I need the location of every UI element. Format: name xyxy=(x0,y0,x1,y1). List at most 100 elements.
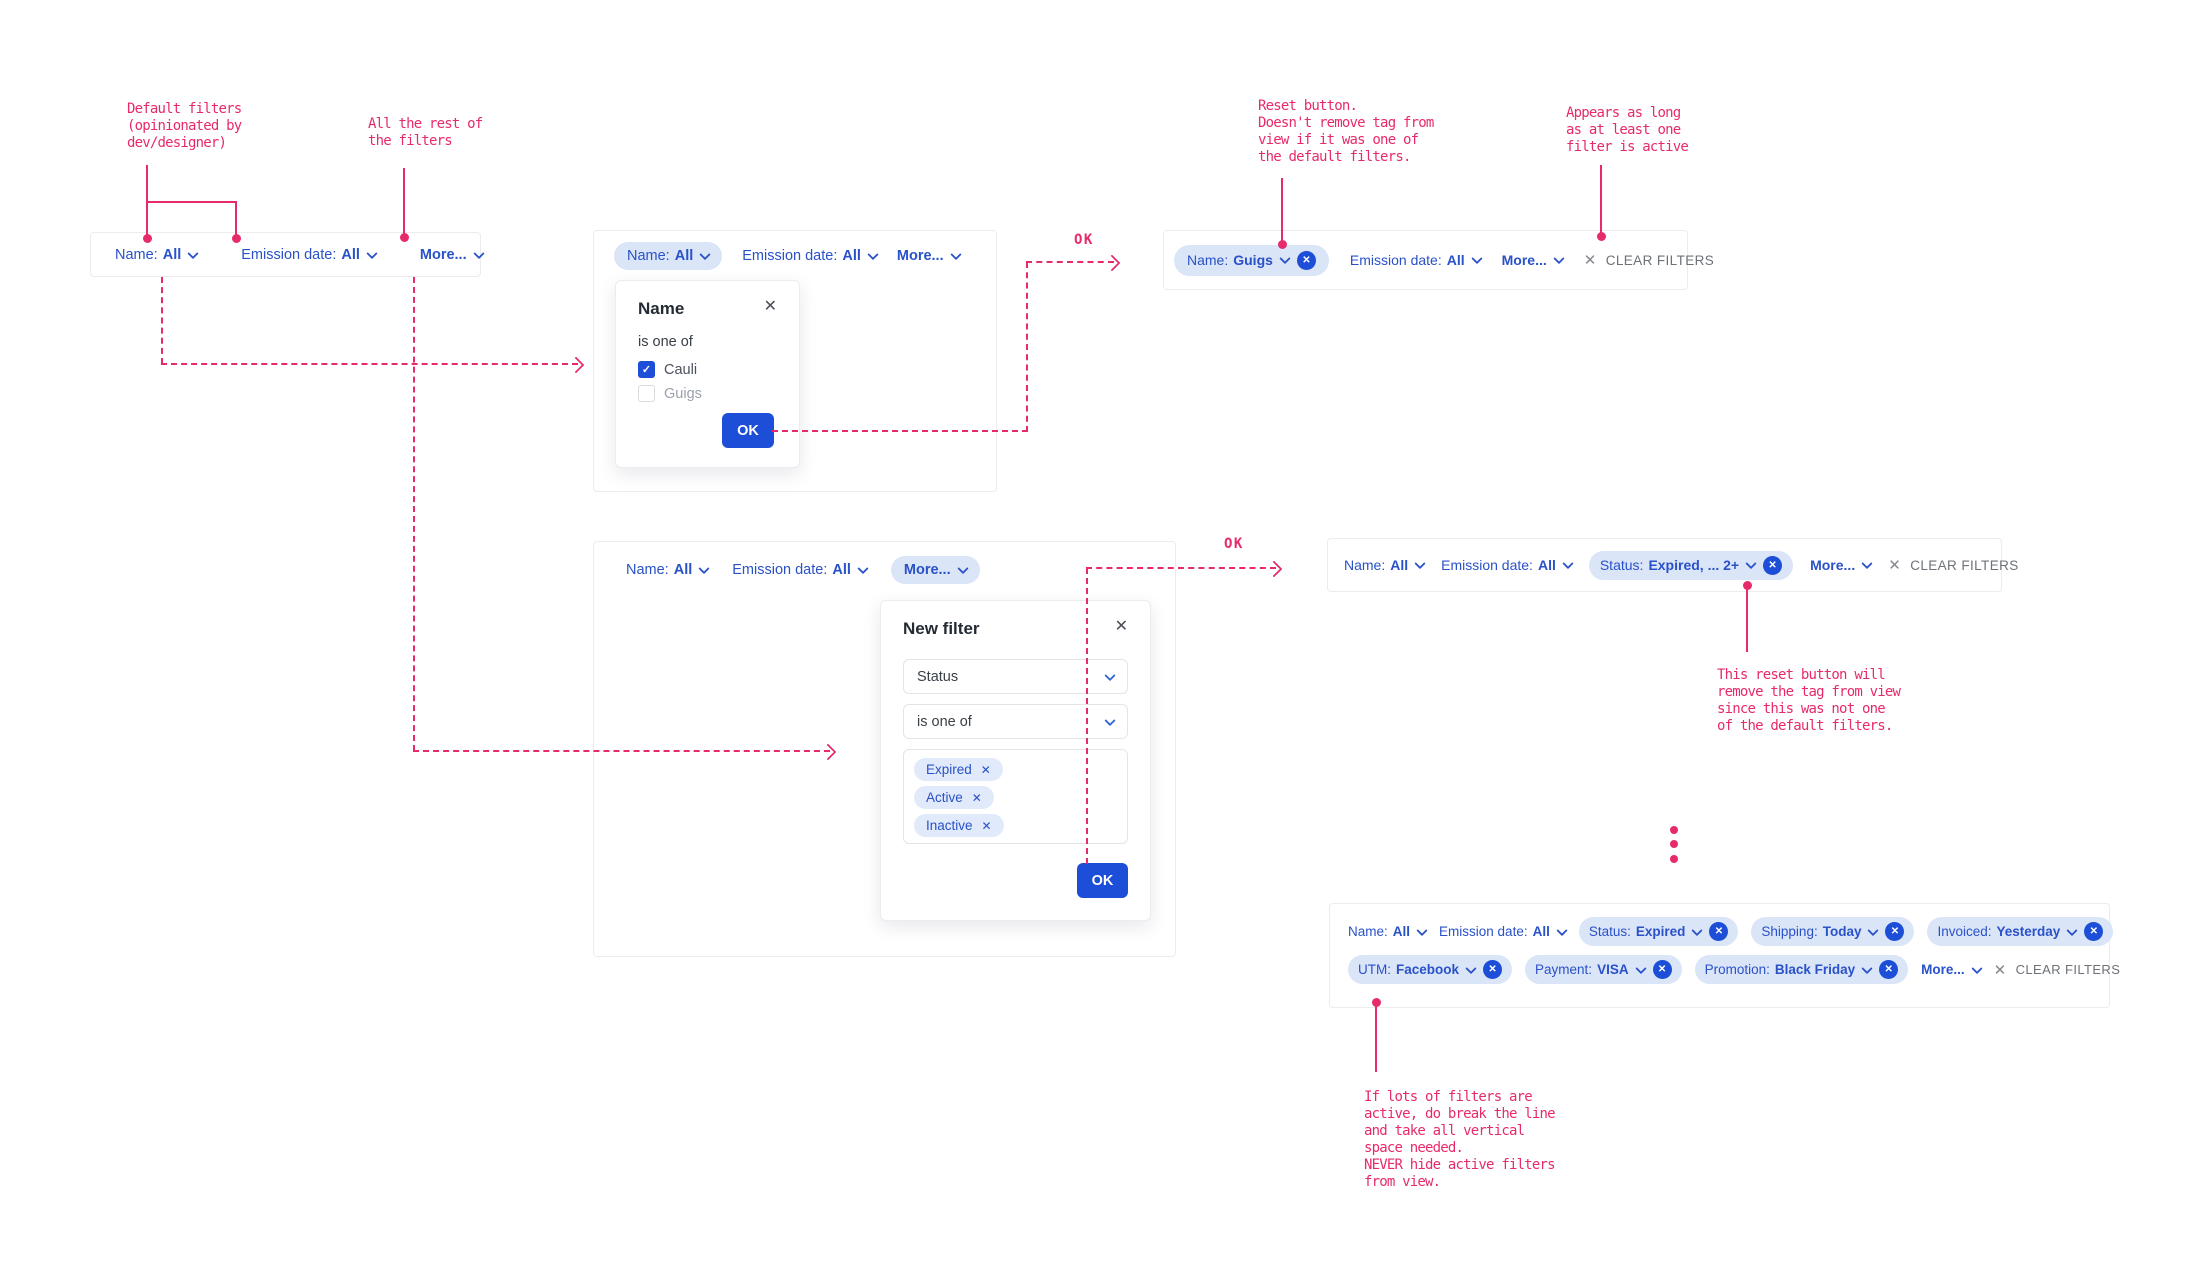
remove-tag-icon[interactable]: ✕ xyxy=(980,762,991,777)
field-select[interactable]: Status xyxy=(903,659,1128,694)
clear-x-icon: ✕ xyxy=(1888,557,1902,574)
reset-filter-icon[interactable]: ✕ xyxy=(1763,555,1783,575)
filter-chip-emission-date[interactable]: Emission date: All xyxy=(742,248,879,264)
ellipsis-dot xyxy=(1670,855,1678,863)
ok-arrow-label-mid: OK xyxy=(1224,536,1244,552)
arrow-right-icon xyxy=(1103,254,1121,272)
filter-chip-emission-date[interactable]: Emission date: All xyxy=(241,247,378,263)
filter-bar-status: Name: All Emission date: All Status: Exp… xyxy=(1327,538,2018,592)
chevron-down-icon xyxy=(1861,557,1873,570)
connector-line xyxy=(403,168,405,238)
filter-chip-utm[interactable]: UTM: Facebook ✕ xyxy=(1348,955,1513,984)
flow-dashed-line xyxy=(161,277,163,364)
reset-filter-icon[interactable]: ✕ xyxy=(1652,960,1672,979)
filter-chip-status[interactable]: Status: Expired, ... 2+ ✕ xyxy=(1588,550,1794,580)
clear-filters-button[interactable]: ✕ CLEAR FILTERS xyxy=(1584,251,1714,269)
chevron-down-icon xyxy=(1470,252,1483,265)
condition-select-value: is one of xyxy=(917,713,972,730)
clear-x-icon: ✕ xyxy=(1583,252,1597,269)
filter-bar-multiline: Name: All Emission date: All Status: Exp… xyxy=(1329,903,2120,1008)
filter-chip-more[interactable]: More... xyxy=(1921,962,1983,977)
value-tag[interactable]: Active ✕ xyxy=(914,786,994,809)
filter-chip-name-guigs[interactable]: Name: Guigs ✕ xyxy=(1174,244,1329,276)
clear-filters-label: CLEAR FILTERS xyxy=(2015,962,2121,977)
close-icon[interactable]: ✕ xyxy=(1114,618,1128,635)
ok-button[interactable]: OK xyxy=(722,413,774,448)
new-filter-popup: New filter ✕ Status is one of Expired ✕ … xyxy=(880,600,1151,921)
filter-chip-payment[interactable]: Payment: VISA ✕ xyxy=(1525,955,1682,984)
chevron-down-icon xyxy=(1104,714,1116,726)
chevron-down-icon xyxy=(956,562,969,575)
annotation-reset-button: Reset button. Doesn't remove tag from vi… xyxy=(1258,98,1434,165)
filter-chip-status[interactable]: Status: Expired ✕ xyxy=(1578,917,1739,946)
reset-filter-icon[interactable]: ✕ xyxy=(2084,922,2104,941)
close-icon[interactable]: ✕ xyxy=(763,298,777,315)
filter-chip-promotion[interactable]: Promotion: Black Friday ✕ xyxy=(1694,955,1909,984)
reset-filter-icon[interactable]: ✕ xyxy=(1483,960,1503,979)
filter-chip-more[interactable]: More... xyxy=(897,248,962,264)
remove-tag-icon[interactable]: ✕ xyxy=(971,790,982,805)
condition-select[interactable]: is one of xyxy=(903,704,1128,739)
ok-button[interactable]: OK xyxy=(1077,863,1128,898)
option-row[interactable]: Guigs xyxy=(638,385,777,402)
chevron-down-icon xyxy=(698,562,710,575)
remove-tag-icon[interactable]: ✕ xyxy=(981,818,992,833)
value-tag[interactable]: Inactive ✕ xyxy=(914,814,1004,837)
value-tag[interactable]: Expired ✕ xyxy=(914,758,1003,781)
popup-title: Name xyxy=(638,299,685,318)
chevron-down-icon xyxy=(949,248,962,261)
clear-filters-label: CLEAR FILTERS xyxy=(1605,252,1715,268)
clear-x-icon: ✕ xyxy=(1993,961,2007,979)
filter-chip-name-active[interactable]: Name: All xyxy=(614,242,723,270)
filter-chip-more[interactable]: More... xyxy=(420,247,485,263)
reset-filter-icon[interactable]: ✕ xyxy=(1296,250,1316,270)
connector-line xyxy=(1375,1002,1377,1072)
filter-chip-name[interactable]: Name: All xyxy=(626,562,710,578)
chevron-down-icon xyxy=(187,247,199,259)
name-filter-popup: Name ✕ is one of ✓ Cauli Guigs OK xyxy=(615,280,800,468)
reset-filter-icon[interactable]: ✕ xyxy=(1709,922,1729,941)
arrow-right-icon xyxy=(567,356,585,374)
chevron-down-icon xyxy=(1414,557,1426,570)
connector-line xyxy=(146,165,148,238)
filter-chip-more-active[interactable]: More... xyxy=(890,556,980,584)
filter-bar-active: Name: Guigs ✕ Emission date: All More...… xyxy=(1163,230,1714,290)
flow-dashed-line xyxy=(413,277,415,751)
ok-arrow-label-top: OK xyxy=(1074,232,1094,248)
checkbox-checked-icon[interactable]: ✓ xyxy=(638,361,655,378)
filter-chip-emission-date[interactable]: Emission date: All xyxy=(732,562,869,578)
chevron-down-icon xyxy=(1553,252,1565,265)
filter-chip-more[interactable]: More... xyxy=(1810,557,1873,573)
clear-filters-button[interactable]: ✕ CLEAR FILTERS xyxy=(1888,556,2018,574)
option-row[interactable]: ✓ Cauli xyxy=(638,361,777,378)
filter-chip-name[interactable]: Name: All xyxy=(1344,557,1426,573)
ellipsis-dot xyxy=(1670,826,1678,834)
chevron-down-icon xyxy=(1465,962,1477,974)
chevron-down-icon xyxy=(1416,924,1428,936)
filter-chip-name[interactable]: Name: All xyxy=(115,247,199,263)
filter-chip-emission-date[interactable]: Emission date: All xyxy=(1350,252,1483,268)
filter-chip-emission-date[interactable]: Emission date: All xyxy=(1439,924,1568,939)
filter-chip-invoiced[interactable]: Invoiced: Yesterday ✕ xyxy=(1927,917,2114,946)
clear-filters-button[interactable]: ✕ CLEAR FILTERS xyxy=(1994,961,2121,979)
chevron-down-icon xyxy=(1556,924,1568,936)
filter-bar-default: Name: All Emission date: All More... xyxy=(90,232,485,277)
reset-filter-icon[interactable]: ✕ xyxy=(1885,922,1905,941)
checkbox-unchecked-icon[interactable] xyxy=(638,385,655,402)
filter-chip-more[interactable]: More... xyxy=(1502,252,1565,268)
annotation-rest-of-filters: All the rest of the filters xyxy=(368,116,483,149)
reset-filter-icon[interactable]: ✕ xyxy=(1879,960,1899,979)
option-label: Guigs xyxy=(664,385,702,402)
chevron-down-icon xyxy=(472,247,485,259)
flow-dashed-line xyxy=(1026,262,1028,432)
arrow-right-icon xyxy=(1265,560,1283,578)
chevron-down-icon xyxy=(1104,669,1116,681)
chevron-down-icon xyxy=(1971,962,1983,974)
ellipsis-dot xyxy=(1670,840,1678,848)
filter-chip-name[interactable]: Name: All xyxy=(1348,924,1428,939)
filter-chip-shipping[interactable]: Shipping: Today ✕ xyxy=(1751,917,1915,946)
chevron-down-icon xyxy=(1861,962,1873,974)
annotation-appears: Appears as long as at least one filter i… xyxy=(1566,105,1689,155)
filter-chip-emission-date[interactable]: Emission date: All xyxy=(1441,557,1574,573)
